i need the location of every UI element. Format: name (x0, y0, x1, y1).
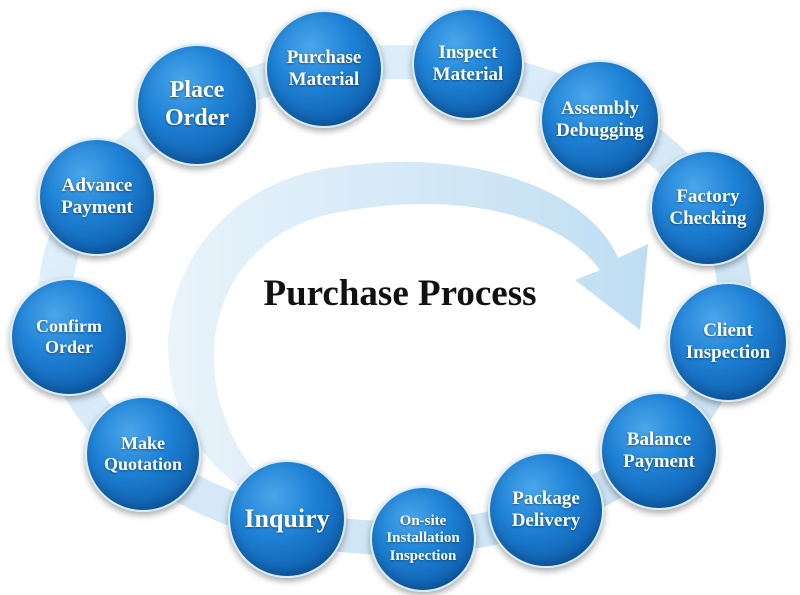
step-purchase-material[interactable]: Purchase Material (265, 10, 383, 128)
diagram-title: Purchase Process (263, 273, 537, 314)
step-place-order[interactable]: Place Order (136, 44, 258, 166)
step-advance-payment[interactable]: Advance Payment (38, 138, 156, 256)
step-client-inspection[interactable]: Client Inspection (668, 282, 788, 402)
step-confirm-order[interactable]: Confirm Order (10, 278, 128, 396)
step-inquiry[interactable]: Inquiry (228, 460, 346, 578)
step-package-delivery[interactable]: Package Delivery (488, 452, 604, 568)
step-make-quotation[interactable]: Make Quotation (85, 396, 201, 512)
step-inspect-material[interactable]: Inspect Material (412, 8, 524, 120)
step-onsite-installation-inspection[interactable]: On-site Installation Inspection (370, 486, 476, 592)
step-factory-checking[interactable]: Factory Checking (650, 150, 766, 266)
step-assembly-debugging[interactable]: Assembly Debugging (540, 60, 660, 180)
step-balance-payment[interactable]: Balance Payment (600, 392, 718, 510)
